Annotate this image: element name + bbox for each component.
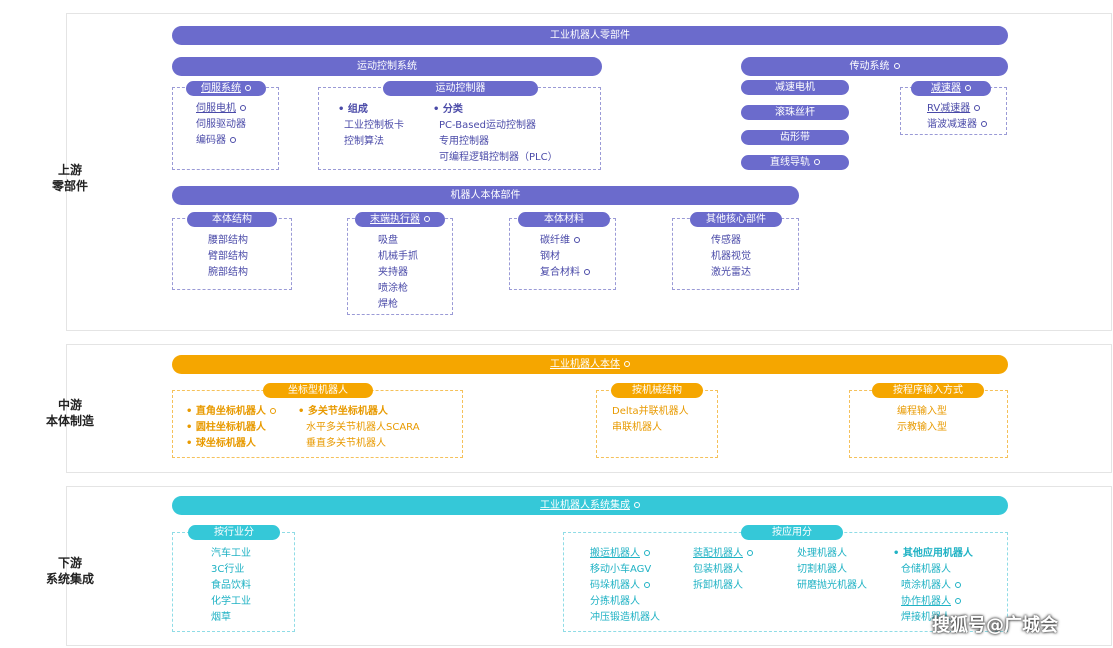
robot-body-main-bar: 工业机器人本体: [172, 355, 1008, 374]
trans-item-gear-motor: 减速电机: [741, 80, 849, 95]
program-input-title: 按程序输入方式: [872, 383, 984, 398]
transmission-bar: 传动系统: [741, 57, 1008, 76]
program-input-items: 编程输入型 示教输入型: [897, 406, 947, 433]
system-integration-bar: 工业机器人系统集成: [172, 496, 1008, 515]
materials-items: 碳纤维 钢材 复合材料: [540, 233, 590, 281]
structure-items: 腰部结构 臂部结构 腕部结构: [208, 235, 248, 278]
midstream-label: 中游 本体制造: [45, 398, 94, 428]
application-col1: 搬运机器人 移动小车AGV 码垛机器人 分拣机器人 冲压锻造机器人: [590, 548, 660, 623]
application-title: 按应用分: [741, 525, 843, 540]
trans-item-linear-guide: 直线导轨: [741, 155, 849, 170]
coord-robot-title: 坐标型机器人: [263, 383, 373, 398]
watermark-text: 搜狐号@广城会: [932, 615, 1058, 636]
trans-item-timing-belt: 齿形带: [741, 130, 849, 145]
reducer-title: 减速器: [911, 81, 991, 96]
motion-control-bar: 运动控制系统: [172, 57, 602, 76]
controller-composition: • 组成 工业控制板卡 控制算法: [338, 104, 404, 147]
trans-item-ball-screw: 滚珠丝杆: [741, 105, 849, 120]
coord-robot-left: • 直角坐标机器人 • 圆柱坐标机器人 • 球坐标机器人: [186, 404, 276, 452]
mech-structure-items: Delta并联机器人 串联机器人: [612, 406, 689, 433]
servo-item: 伺服电机: [196, 101, 246, 117]
controller-classification: • 分类 PC-Based运动控制器 专用控制器 可编程逻辑控制器（PLC）: [433, 104, 558, 163]
structure-title: 本体结构: [187, 212, 277, 227]
application-col3: 处理机器人 切割机器人 研磨抛光机器人: [797, 548, 867, 591]
application-col4: • 其他应用机器人 仓储机器人 喷涂机器人 协作机器人 焊接机器人: [893, 548, 973, 623]
materials-title: 本体材料: [518, 212, 610, 227]
industry-title: 按行业分: [188, 525, 280, 540]
core-parts-title: 其他核心部件: [690, 212, 782, 227]
components-main-bar: 工业机器人零部件: [172, 26, 1008, 45]
industry-items: 汽车工业 3C行业 食品饮料 化学工业 烟草: [211, 548, 251, 623]
servo-title: 伺服系统: [186, 81, 266, 96]
reducer-items: RV减速器 谐波减速器: [927, 101, 987, 133]
mech-structure-title: 按机械结构: [611, 383, 703, 398]
coord-robot-right: • 多关节坐标机器人 水平多关节机器人SCARA 垂直多关节机器人: [298, 406, 420, 449]
robot-body-bar: 机器人本体部件: [172, 186, 799, 205]
end-effector-title: 末端执行器: [355, 212, 445, 227]
upstream-label: 上游 零部件: [51, 163, 88, 193]
downstream-label: 下游 系统集成: [45, 556, 94, 586]
controller-title: 运动控制器: [383, 81, 538, 96]
servo-item: 伺服驱动器: [196, 119, 246, 130]
end-effector-items: 吸盘 机械手抓 夹持器 喷涂枪 焊枪: [378, 235, 418, 310]
servo-item: 编码器: [196, 133, 246, 149]
servo-items: 伺服电机 伺服驱动器 编码器: [196, 101, 246, 149]
core-parts-items: 传感器 机器视觉 激光雷达: [711, 235, 751, 278]
application-col2: 装配机器人 包装机器人 拆卸机器人: [693, 546, 753, 594]
